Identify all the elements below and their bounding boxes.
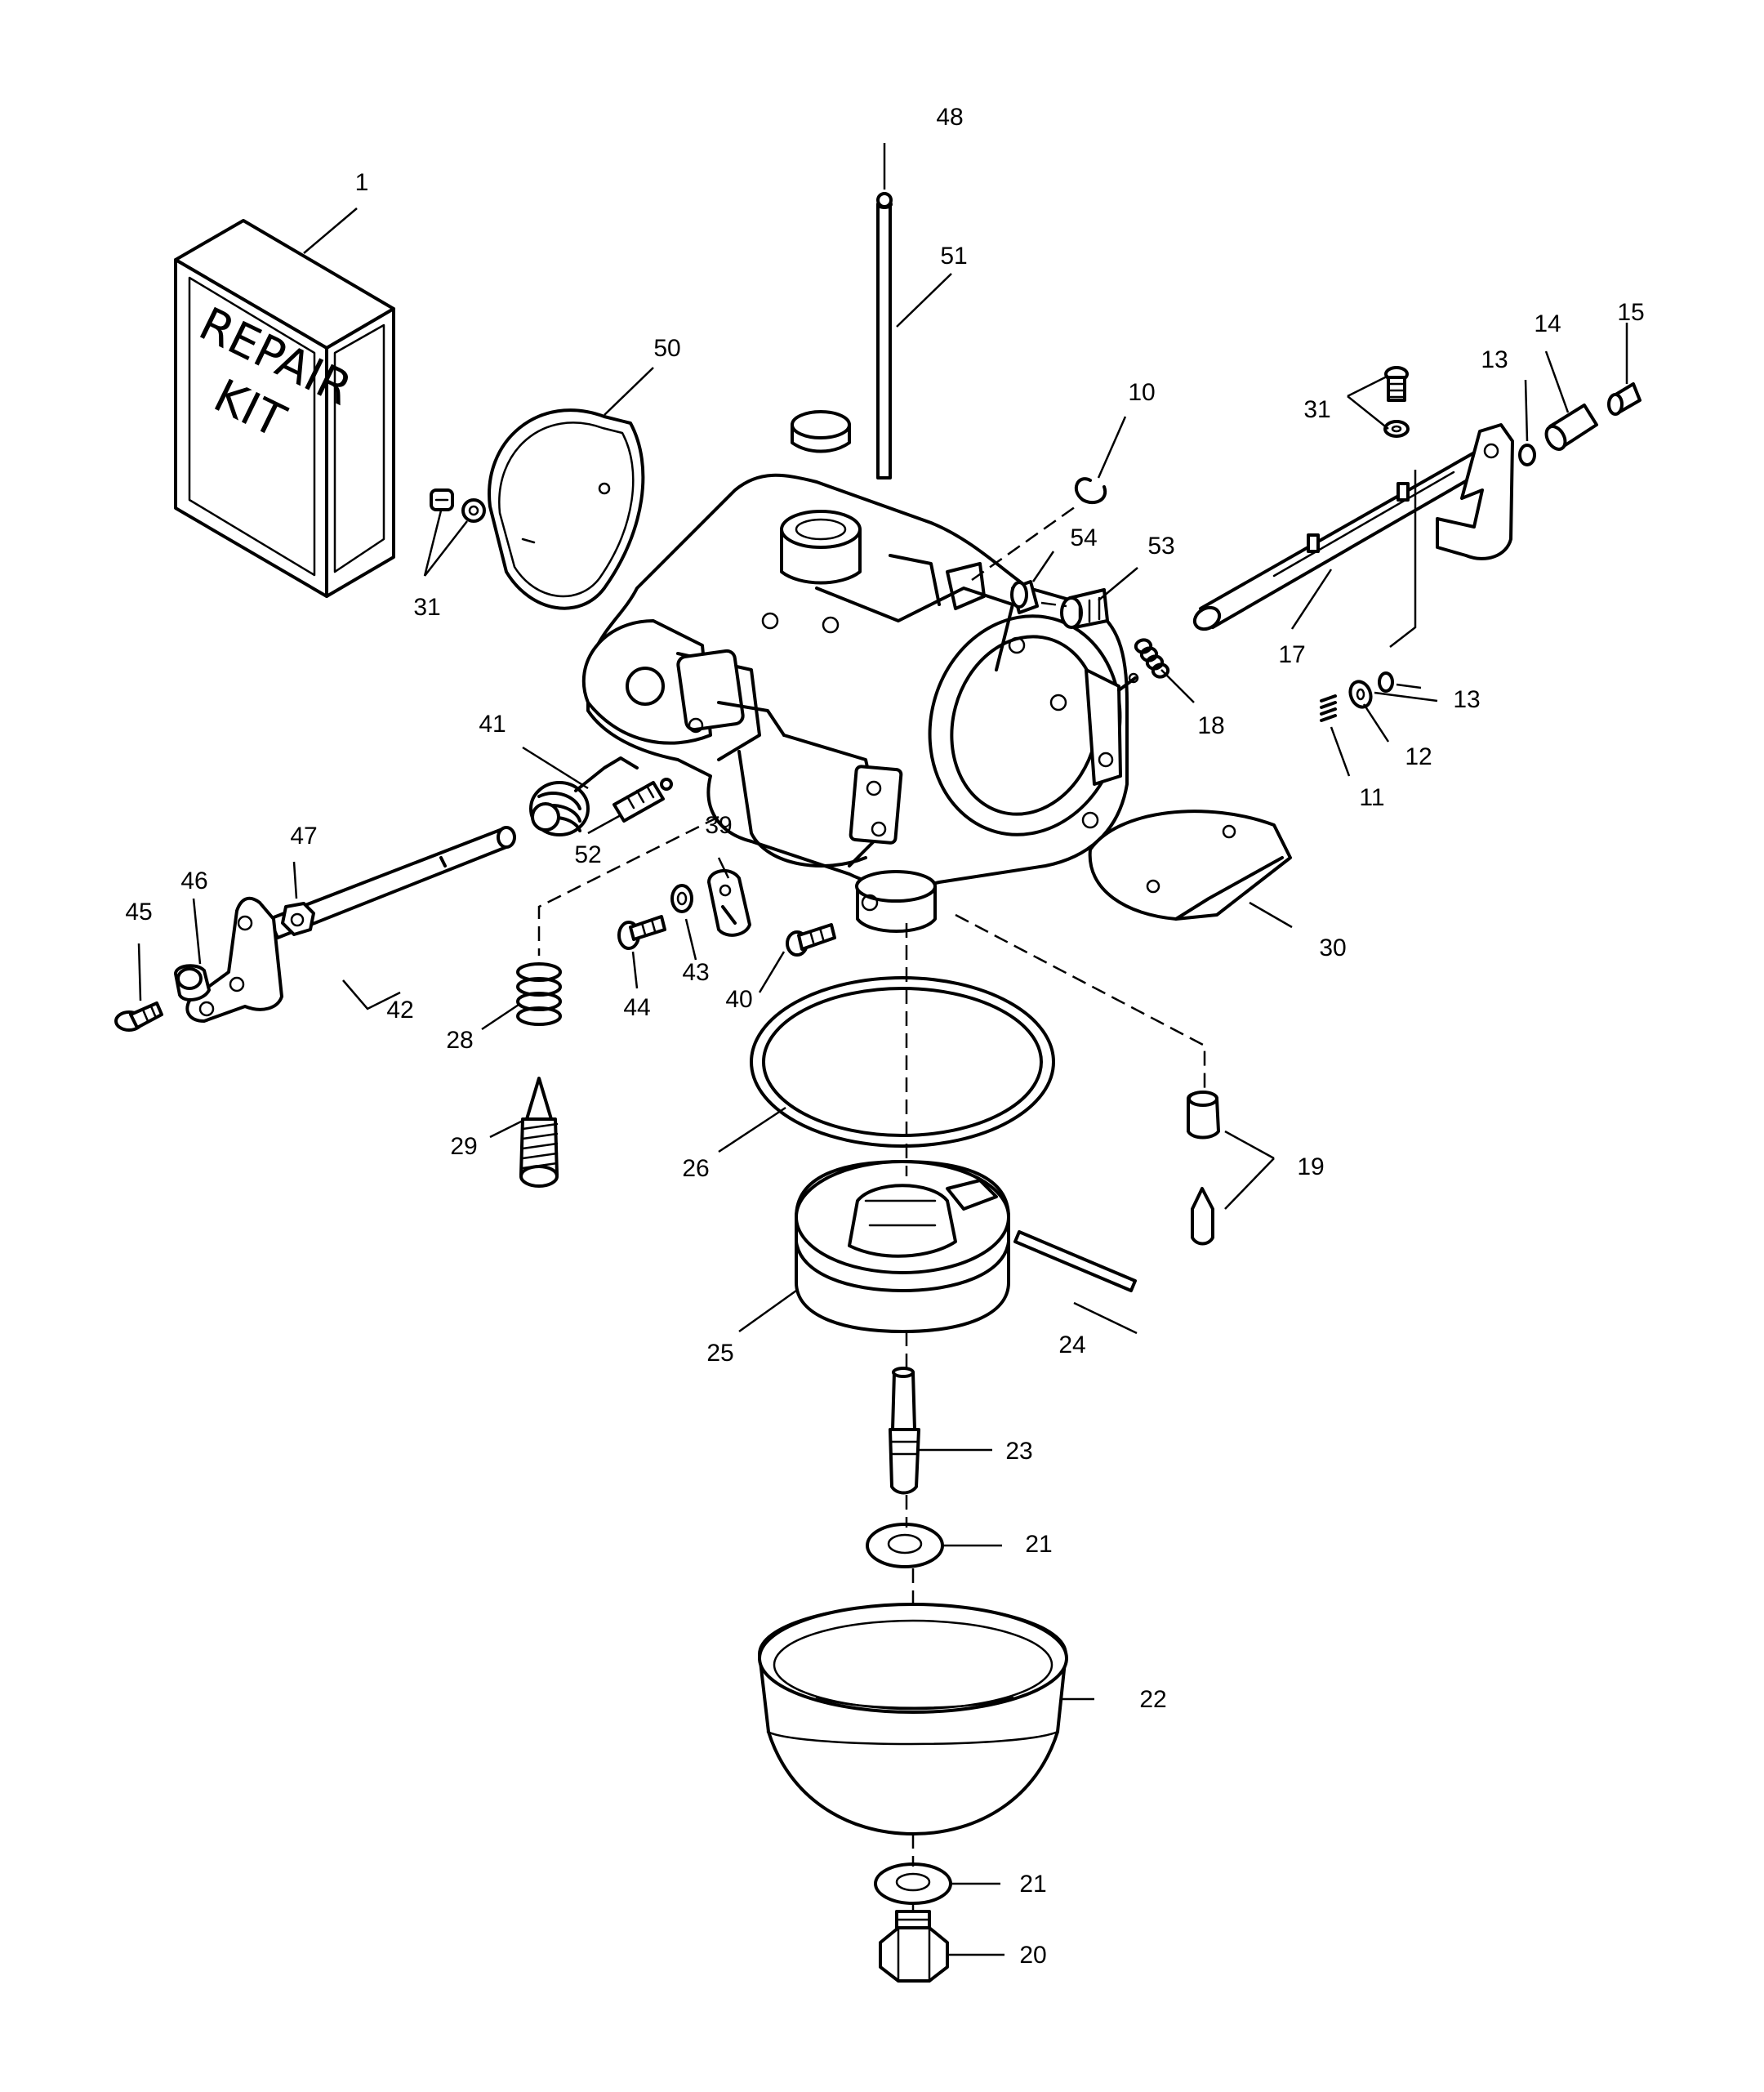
callout-18: 18: [1197, 712, 1224, 739]
screw-15: [1607, 382, 1642, 416]
pin-11: [1320, 694, 1337, 722]
washer-21-lower: [874, 1862, 952, 1905]
plate-30: [1088, 810, 1292, 921]
screw-45: [114, 1001, 163, 1032]
spring-18: [1117, 638, 1170, 692]
callout-31-left: 31: [413, 594, 440, 621]
gasket-50: [488, 408, 645, 610]
washer-43: [670, 884, 693, 913]
carburetor-body: [581, 410, 1129, 933]
e-clip-10: [1074, 477, 1107, 505]
pin-24: [1013, 1230, 1137, 1292]
callout-22: 22: [1139, 1686, 1166, 1713]
needle-19: [1191, 1187, 1214, 1246]
callout-19: 19: [1297, 1153, 1324, 1180]
callout-26: 26: [682, 1155, 709, 1182]
callout-40: 40: [725, 986, 752, 1013]
callout-51: 51: [940, 243, 967, 270]
callout-54: 54: [1070, 524, 1097, 551]
callout-1: 1: [355, 169, 369, 196]
callout-31-right: 31: [1303, 396, 1330, 423]
washer-13-top: [1518, 444, 1536, 466]
callout-labels: 1 10 11 12 13 13 14 15 17 18 19 20 21 21…: [125, 104, 1644, 1969]
callout-15: 15: [1617, 299, 1644, 326]
callout-41: 41: [479, 711, 506, 738]
callout-50: 50: [653, 335, 680, 362]
callout-52: 52: [574, 841, 601, 868]
callout-23: 23: [1005, 1438, 1032, 1465]
shaft-42: [185, 826, 516, 1023]
screw-53: [1060, 588, 1109, 629]
callout-43: 43: [682, 959, 709, 986]
callout-29: 29: [450, 1133, 477, 1160]
callout-14: 14: [1534, 310, 1561, 337]
bushing-14: [1544, 404, 1598, 451]
drain-nut-20: [879, 1910, 949, 1983]
callout-53: 53: [1147, 533, 1174, 560]
spring-41: [529, 756, 639, 836]
needle-29: [519, 1077, 559, 1188]
callout-28: 28: [446, 1027, 473, 1054]
nut-47: [281, 902, 315, 936]
seat-19: [1187, 1091, 1220, 1140]
washer-21-upper: [866, 1523, 944, 1568]
bowl-22: [758, 1603, 1068, 1836]
callout-47: 47: [290, 823, 317, 850]
screw-31-right: [1383, 366, 1410, 438]
screw-31-left: [430, 488, 486, 523]
assembly-dash-lines: [537, 503, 1206, 1911]
fitting-52: [612, 778, 673, 823]
callout-46: 46: [180, 868, 207, 894]
callout-21-lower: 21: [1019, 1871, 1046, 1898]
screw-40: [786, 923, 836, 957]
callout-45: 45: [125, 899, 152, 926]
rod-51: [876, 199, 893, 480]
callout-13-top: 13: [1481, 346, 1508, 373]
repair-kit-box: REPAIR KIT: [174, 219, 395, 598]
screw-44: [617, 915, 666, 950]
callout-13-bottom: 13: [1453, 686, 1480, 713]
gasket-ring-26: [750, 976, 1055, 1148]
callout-20: 20: [1019, 1942, 1046, 1969]
leader-lines: [137, 143, 1628, 1956]
fitting-54: [1010, 580, 1039, 614]
callout-39: 39: [705, 812, 732, 839]
spring-28: [516, 962, 562, 1026]
ball-48: [876, 192, 893, 208]
callout-12: 12: [1405, 743, 1432, 770]
callout-10: 10: [1128, 379, 1155, 406]
callout-24: 24: [1058, 1331, 1085, 1358]
shaft-17: [1192, 423, 1514, 631]
bracket-39: [707, 869, 751, 937]
callout-30: 30: [1319, 934, 1346, 961]
callout-42: 42: [386, 997, 413, 1024]
jet-23: [889, 1367, 920, 1495]
callout-17: 17: [1278, 641, 1305, 668]
callout-25: 25: [706, 1340, 733, 1367]
washer-13-bottom: [1378, 671, 1394, 693]
cap-46: [174, 964, 211, 1001]
callout-21-upper: 21: [1025, 1531, 1052, 1558]
washer-12: [1348, 680, 1373, 709]
callout-44: 44: [623, 994, 650, 1021]
callout-48: 48: [936, 104, 963, 131]
callout-11: 11: [1359, 784, 1384, 811]
float-25: [795, 1160, 1010, 1333]
